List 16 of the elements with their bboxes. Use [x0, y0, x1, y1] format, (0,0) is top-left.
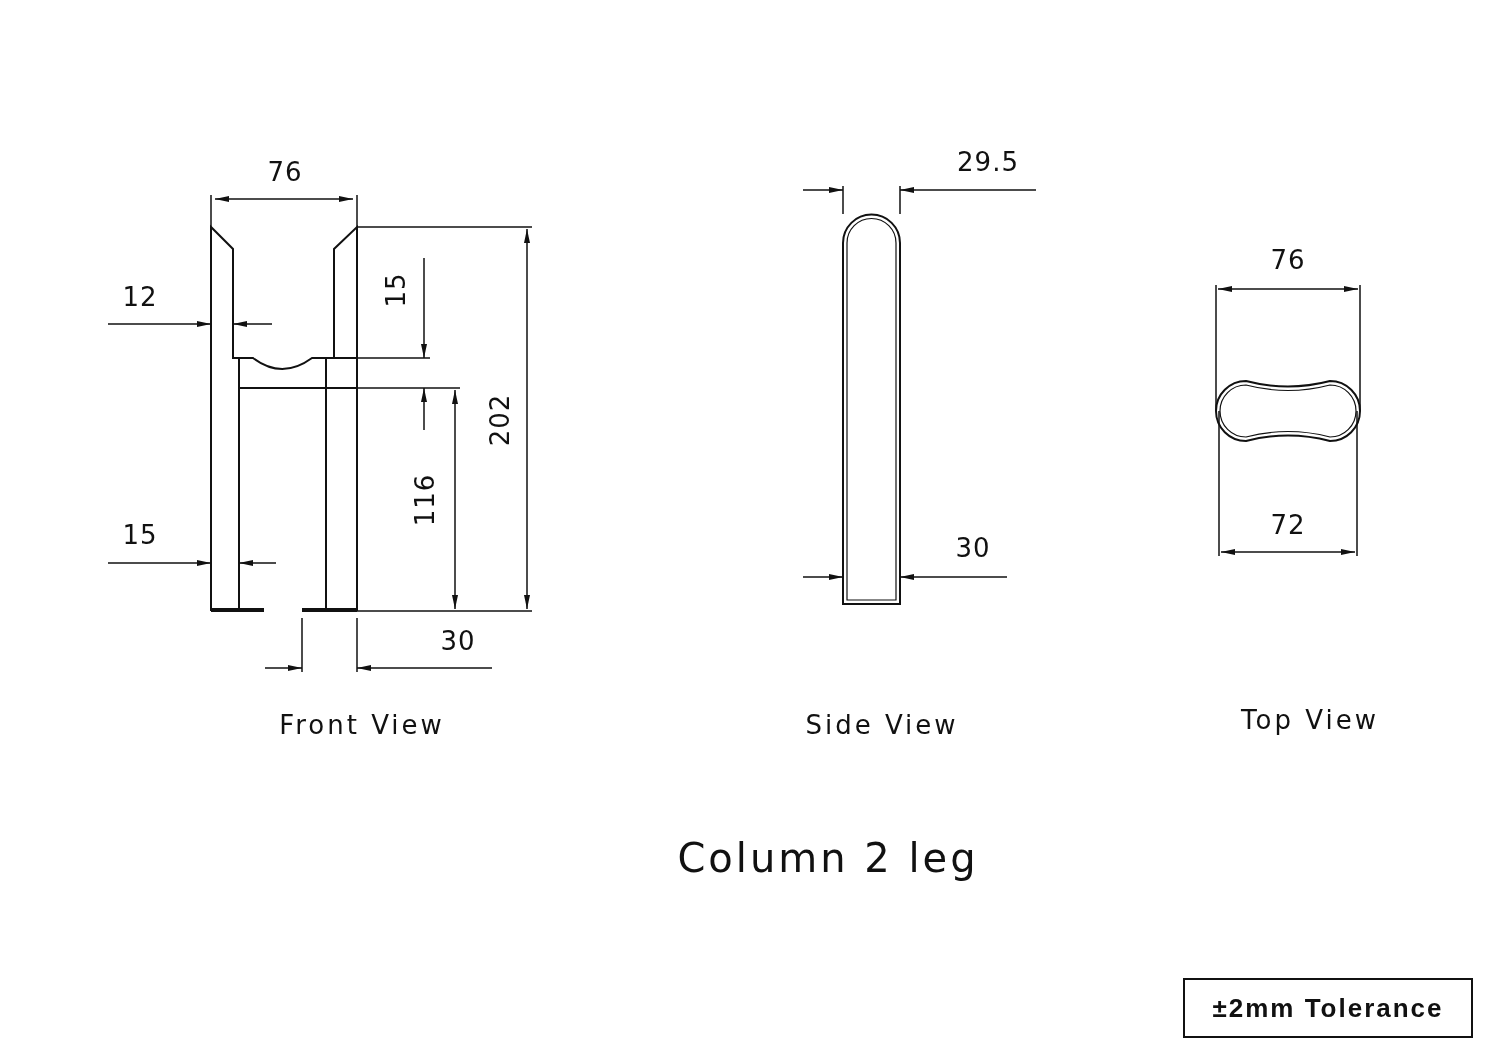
view-label: Side View [805, 712, 959, 738]
dimension-value: 76 [1270, 247, 1306, 273]
dimension-value: 76 [267, 159, 303, 185]
view-label: Top View [1241, 707, 1379, 733]
dimension-value: 72 [1270, 512, 1306, 538]
dimension-value: 12 [122, 284, 158, 310]
dimension-value: 116 [412, 473, 438, 527]
dimension-value: 15 [122, 522, 158, 548]
dimension-value: 29.5 [957, 149, 1019, 175]
dimension-value: 30 [440, 628, 476, 654]
tolerance-note: ±2mm Tolerance [1212, 992, 1444, 1024]
dimension-value: 202 [487, 393, 513, 447]
dimension-value: 15 [383, 272, 409, 308]
dimension-value: 30 [955, 535, 991, 561]
tolerance-box [1183, 978, 1473, 1038]
view-label: Front View [279, 712, 445, 738]
